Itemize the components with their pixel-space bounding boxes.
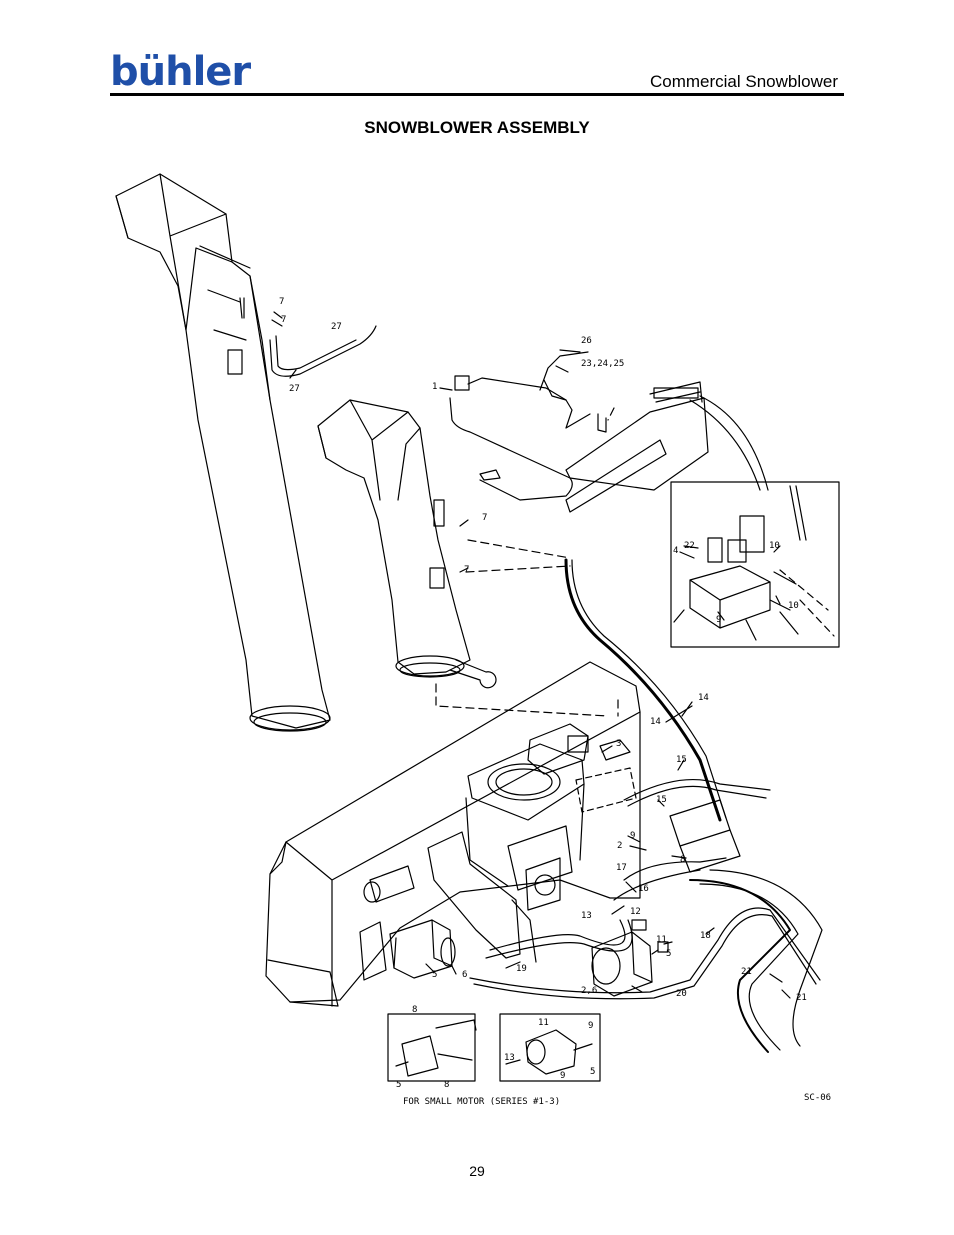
callout-13: 13	[581, 911, 592, 921]
section-title: SNOWBLOWER ASSEMBLY	[364, 118, 590, 137]
callout-5: 5	[432, 970, 437, 980]
callout-23-24-25: 23,24,25	[581, 359, 624, 369]
small-motor-caption: FOR SMALL MOTOR (SERIES #1-3)	[403, 1097, 560, 1107]
callout-9: 9	[716, 615, 721, 625]
valve-detail-box	[670, 481, 840, 648]
callout-11: 11	[538, 1018, 549, 1028]
callout-3: 3	[616, 739, 621, 749]
document-title: Commercial Snowblower	[649, 72, 838, 91]
callout-8: 8	[444, 1080, 449, 1090]
callout-1: 1	[432, 382, 437, 392]
callout-6: 6	[462, 970, 467, 980]
callout-17: 17	[616, 863, 627, 873]
callout-9: 9	[560, 1071, 565, 1081]
callout-4: 4	[673, 546, 678, 556]
page-number: 29	[469, 1163, 485, 1179]
callout-2: 2	[617, 841, 622, 851]
callout-21: 21	[796, 993, 807, 1003]
small-chute	[317, 399, 471, 675]
callout-7: 7	[281, 315, 286, 325]
callout-8: 8	[680, 855, 685, 865]
callout-22: 22	[684, 541, 695, 551]
callout-10: 10	[788, 601, 799, 611]
blower-housing	[265, 661, 641, 1003]
callout-11: 11	[656, 935, 667, 945]
callout-labels: 7 7 27 27 1 26 23,24,25 7 7 4 22 10 10 9…	[279, 297, 831, 1107]
header-rule	[110, 93, 844, 96]
callout-27: 27	[289, 384, 300, 394]
callout-8: 8	[412, 1005, 417, 1015]
callout-20: 20	[676, 989, 687, 999]
callout-7: 7	[482, 513, 487, 523]
callout-15: 15	[676, 755, 687, 765]
callout-2-6: 2,6	[581, 986, 597, 996]
callout-9: 9	[588, 1021, 593, 1031]
callout-5: 5	[666, 949, 671, 959]
small-motor-inset-right	[499, 1013, 601, 1082]
callout-7: 7	[464, 565, 469, 575]
callout-27: 27	[331, 322, 342, 332]
callout-26: 26	[581, 336, 592, 346]
large-chute	[115, 173, 331, 729]
drawing-code: SC-06	[804, 1093, 831, 1103]
callout-7: 7	[279, 297, 284, 307]
callout-5: 5	[396, 1080, 401, 1090]
callout-19: 19	[516, 964, 527, 974]
callout-18: 18	[700, 931, 711, 941]
callout-10: 10	[769, 541, 780, 551]
callout-15: 15	[656, 795, 667, 805]
callout-16: 16	[638, 884, 649, 894]
callout-9: 9	[630, 831, 635, 841]
callout-14: 14	[698, 693, 709, 703]
callout-5: 5	[590, 1067, 595, 1077]
callout-13: 13	[504, 1053, 515, 1063]
callout-12: 12	[630, 907, 641, 917]
small-motor-inset-left	[387, 1013, 476, 1082]
buhler-logo: bühler	[110, 49, 251, 95]
callout-21: 21	[741, 967, 752, 977]
callout-14: 14	[650, 717, 661, 727]
